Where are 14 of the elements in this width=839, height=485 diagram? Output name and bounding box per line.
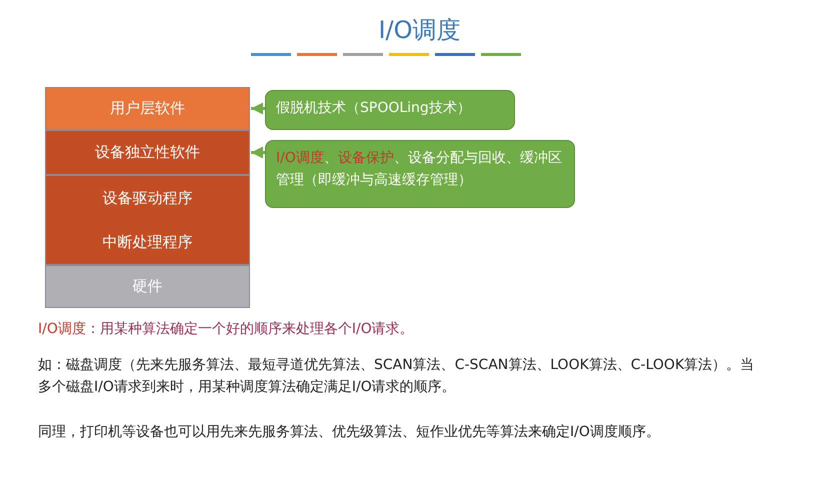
paragraph: I/O调度：用某种算法确定一个好的顺序来处理各个I/O请求。 — [38, 320, 415, 339]
callout-pointer — [251, 146, 265, 158]
slide-title: I/O调度 — [377, 15, 462, 46]
callout-pointer — [251, 102, 265, 114]
paragraph: 同理，打印机等设备也可以用先来先服务算法、优先级算法、短作业优先等算法来确定I/O调度顺序。 — [38, 423, 661, 442]
layer-box: 设备独立性软件 — [45, 130, 250, 175]
layer-label: 设备驱动程序 — [102, 188, 194, 208]
layer-box: 硬件 — [45, 265, 250, 308]
layer-box — [45, 175, 250, 265]
layer-label: 中断处理程序 — [102, 232, 194, 252]
paragraph: 如：磁盘调度（先来先服务算法、最短寻道优先算法、SCAN算法、C-SCAN算法、LOOK算法、C-LOOK算法）。当多个磁盘I/O请求到来时，用某种调度算法确定满足I/O请求的顺序。 — [38, 356, 756, 397]
callout-box: I/O调度、设备保护、设备分配与回收、缓冲区管理（即缓冲与高速缓存管理） — [265, 140, 575, 208]
layer-box: 用户层软件 — [45, 87, 250, 130]
callout-box: 假脱机技术（SPOOLing技术） — [265, 90, 515, 130]
